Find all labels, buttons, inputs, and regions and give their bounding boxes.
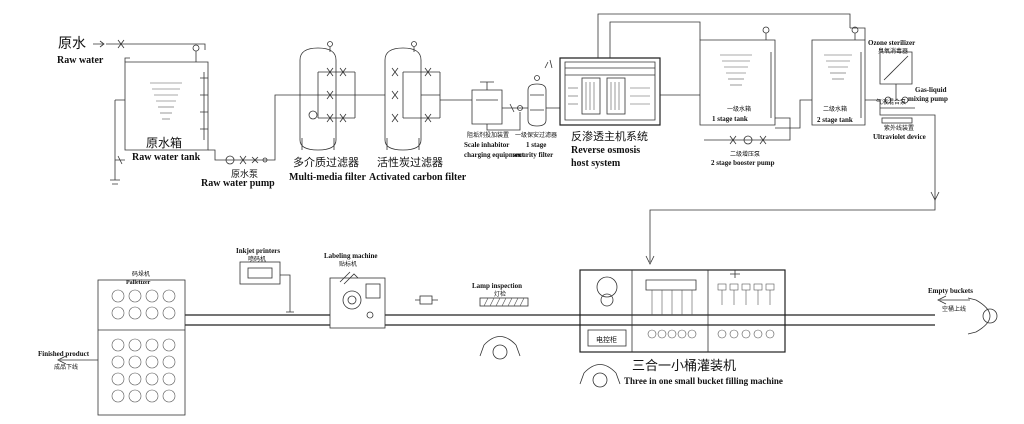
- palletizer-en-label: Palletizer: [126, 280, 151, 286]
- stage-2-tank: [811, 26, 866, 126]
- inkjet-en-label: Inkjet printers: [236, 247, 280, 255]
- mixing-en1-label: Gas-liquid: [915, 86, 947, 94]
- raw-water-tank: [110, 44, 209, 185]
- ozone-zh-label: 臭氧消毒器: [878, 47, 908, 55]
- palletizer-zh-label: 码垛机: [132, 270, 150, 278]
- filling-zh-label: 三合一小桶灌装机: [632, 359, 736, 374]
- water-to-filling-line: [645, 191, 940, 265]
- inkjet-printer: [239, 261, 294, 313]
- raw-water-inlet: [93, 39, 206, 50]
- raw-pump-zh-label: 原水泵: [231, 168, 258, 180]
- lamp-en-label: Lamp inspection: [472, 282, 522, 290]
- labeling-en-label: Labeling machine: [324, 252, 377, 260]
- filling-machine: [579, 269, 786, 353]
- labeling-machine: [329, 271, 386, 329]
- raw-tank-zh-label: 原水箱: [146, 135, 182, 150]
- labeling-zh-label: 贴标机: [339, 260, 357, 268]
- conveyor-belt: [185, 314, 935, 326]
- operator-lamp: [479, 336, 521, 360]
- tank2-en-label: 2 stage tank: [817, 116, 853, 124]
- mixing-zh-label: 气液混合泵: [876, 98, 906, 106]
- multi-media-filter: [299, 41, 385, 151]
- stage-1-tank: [699, 26, 812, 145]
- tank1-zh-label: 一级水箱: [727, 105, 751, 113]
- cap-sensor: [415, 295, 438, 305]
- raw-tank-en-label: Raw water tank: [132, 152, 201, 163]
- operator-filling: [579, 364, 621, 388]
- inkjet-zh-label: 喷码机: [248, 255, 266, 263]
- security-zh-label: 一级保安过滤器: [515, 131, 557, 139]
- uv-en-label: Ultraviolet device: [873, 133, 926, 141]
- tank1-en-label: 1 stage tank: [712, 115, 748, 123]
- tank2-zh-label: 二级水箱: [823, 105, 847, 113]
- activated-carbon-filter: [384, 41, 472, 151]
- raw-water-pump: [208, 94, 300, 165]
- ac-filter-en-label: Activated carbon filter: [369, 172, 467, 183]
- scale-zh-label: 阻垢剂投加装置: [467, 131, 509, 139]
- ro-zh-label: 反渗透主机系统: [571, 129, 648, 143]
- ro-en1-label: Reverse osmosis: [571, 145, 640, 156]
- uv-zh-label: 紫外线装置: [884, 124, 914, 132]
- ro-en2-label: host system: [571, 158, 621, 169]
- empty-buckets-en-label: Empty buckets: [928, 287, 973, 295]
- filling-en-label: Three in one small bucket filling machin…: [624, 376, 783, 386]
- control-cabinet-label: 电控柜: [596, 335, 617, 344]
- empty-buckets-zh-label: 空桶上线: [942, 305, 966, 313]
- raw-water-zh-label: 原水: [58, 36, 86, 52]
- security-en2-label: security filter: [513, 151, 553, 159]
- scale-inhibitor-equipment: [471, 81, 521, 131]
- lamp-zh-label: 灯检: [494, 290, 506, 298]
- lamp-inspection: [479, 297, 529, 307]
- security-filter: [502, 75, 560, 127]
- mm-filter-zh-label: 多介质过滤器: [293, 155, 359, 169]
- ac-filter-zh-label: 活性炭过滤器: [377, 155, 443, 169]
- empty-buckets-arrow: [937, 295, 970, 305]
- mm-filter-en-label: Multi-media filter: [289, 172, 366, 183]
- booster-en-label: 2 stage booster pump: [711, 159, 775, 167]
- ozone-sterilizer: [850, 27, 936, 200]
- finished-zh-label: 成品下线: [54, 363, 78, 371]
- raw-pump-en-label: Raw water pump: [201, 178, 275, 189]
- mixing-en2-label: mixing pump: [908, 95, 948, 103]
- reverse-osmosis-system: [544, 13, 851, 126]
- scale-en2-label: charging equipment: [464, 151, 525, 159]
- palletizer: [97, 279, 186, 416]
- raw-water-en-label: Raw water: [57, 55, 104, 66]
- finished-product-arrow: [57, 355, 98, 365]
- security-en1-label: 1 stage: [526, 141, 546, 149]
- booster-zh-label: 二级增压泵: [730, 150, 760, 158]
- operator-empty-buckets: [967, 297, 998, 335]
- finished-en-label: Finished product: [38, 350, 90, 358]
- ozone-en-label: Ozone sterilizer: [868, 39, 915, 47]
- scale-en1-label: Scale inhabitor: [464, 141, 509, 149]
